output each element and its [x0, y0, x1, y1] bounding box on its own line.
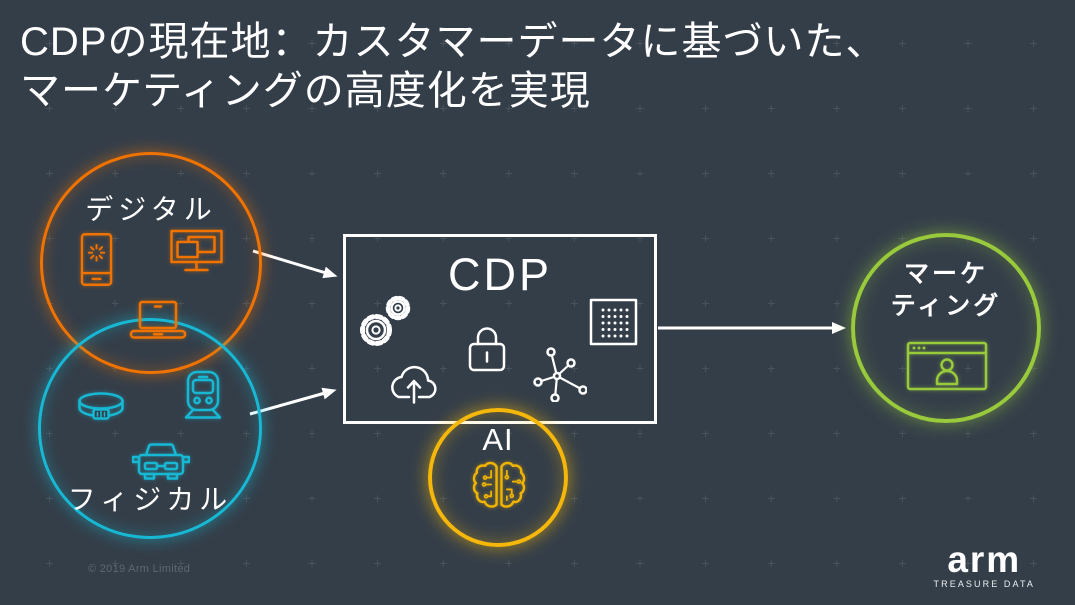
laptop-icon: [129, 300, 187, 340]
smartphone-icon: [80, 232, 113, 287]
browser-user-icon: [906, 336, 988, 394]
cdp-label: CDP: [447, 249, 552, 300]
train-icon: [181, 370, 225, 420]
arrow-digital-to-cdp: [252, 249, 338, 279]
marketing-label-line2: ティング: [890, 292, 1002, 320]
digital-label: デジタル: [85, 194, 217, 225]
treasure-data-label: TREASURE DATA: [933, 579, 1035, 589]
arrow-physical-to-cdp: [249, 387, 337, 416]
brain-circuit-icon: [470, 457, 528, 514]
physical-label: フィジカル: [67, 484, 233, 515]
physical-circle: [38, 318, 262, 539]
marketing-label-line1: マーケ: [903, 260, 988, 288]
arm-wordmark: arm: [947, 539, 1022, 580]
network-nodes-icon: [531, 344, 587, 402]
marketing-label: マーケ ティング: [851, 258, 1041, 322]
slide-title-line1: CDPの現在地：カスタマーデータに基づいた、: [20, 20, 887, 64]
slide-title: CDPの現在地：カスタマーデータに基づいた、 マーケティングの高度化を実現: [20, 18, 886, 116]
ai-circle: [428, 408, 568, 547]
ai-label: AI: [482, 422, 514, 457]
copyright-text: © 2019 Arm Limited: [88, 563, 191, 575]
wristband-icon: [76, 391, 126, 425]
chip-grid-icon: [589, 298, 639, 346]
dual-monitor-icon: [169, 229, 224, 273]
car-icon: [132, 440, 190, 480]
arm-treasure-data-logo: arm TREASURE DATA: [933, 539, 1035, 589]
lock-icon: [467, 323, 507, 373]
cloud-upload-icon: [385, 354, 443, 404]
gears-icon: [358, 292, 416, 350]
marketing-circle: [851, 233, 1041, 423]
slide-title-line2: マーケティングの高度化を実現: [20, 69, 591, 113]
